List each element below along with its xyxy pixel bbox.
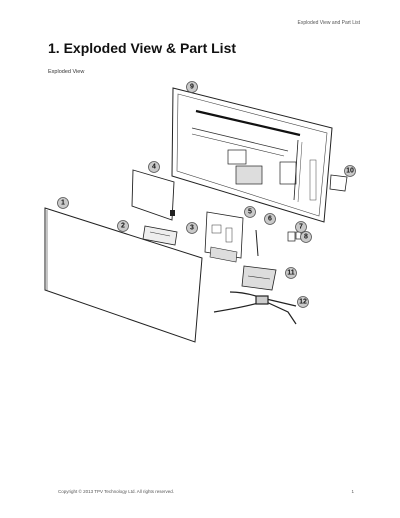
callout-3: 3 — [186, 222, 198, 234]
callout-1: 1 — [57, 197, 69, 209]
rear-cover — [171, 87, 333, 223]
power-board — [204, 211, 244, 263]
page-number: 1 — [351, 489, 354, 494]
running-header: Exploded View and Part List — [297, 20, 360, 26]
callout-10: 10 — [344, 165, 356, 177]
svg-text:9: 9 — [190, 84, 194, 91]
callout-7: 7 — [295, 221, 307, 233]
svg-text:4: 4 — [152, 164, 156, 171]
callout-9: 9 — [186, 81, 198, 93]
front-panel — [44, 207, 203, 343]
cable — [255, 229, 259, 257]
main-board — [131, 169, 175, 221]
callout-2: 2 — [117, 220, 129, 232]
callout-11: 11 — [285, 267, 297, 279]
svg-text:7: 7 — [299, 224, 303, 231]
footer-copyright: Copyright © 2013 TPV Technology Ltd. All… — [58, 489, 174, 494]
svg-text:12: 12 — [299, 299, 307, 306]
small-parts — [287, 231, 302, 242]
svg-text:6: 6 — [268, 216, 272, 223]
callout-8: 8 — [300, 231, 312, 243]
callout-6: 6 — [264, 213, 276, 225]
key-board — [329, 174, 348, 192]
svg-text:2: 2 — [121, 223, 125, 230]
section-subtitle: Exploded View — [48, 69, 85, 75]
section-title: 1. Exploded View & Part List — [48, 40, 237, 56]
svg-text:8: 8 — [304, 234, 308, 241]
svg-text:3: 3 — [190, 225, 194, 232]
callout-5: 5 — [244, 206, 256, 218]
stand-base — [213, 291, 297, 325]
stand-neck — [241, 265, 277, 291]
svg-text:11: 11 — [287, 270, 295, 277]
svg-text:5: 5 — [248, 209, 252, 216]
callout-12: 12 — [297, 296, 309, 308]
svg-text:1: 1 — [61, 200, 65, 207]
callout-4: 4 — [148, 161, 160, 173]
bracket — [142, 225, 178, 246]
svg-text:10: 10 — [346, 168, 354, 175]
